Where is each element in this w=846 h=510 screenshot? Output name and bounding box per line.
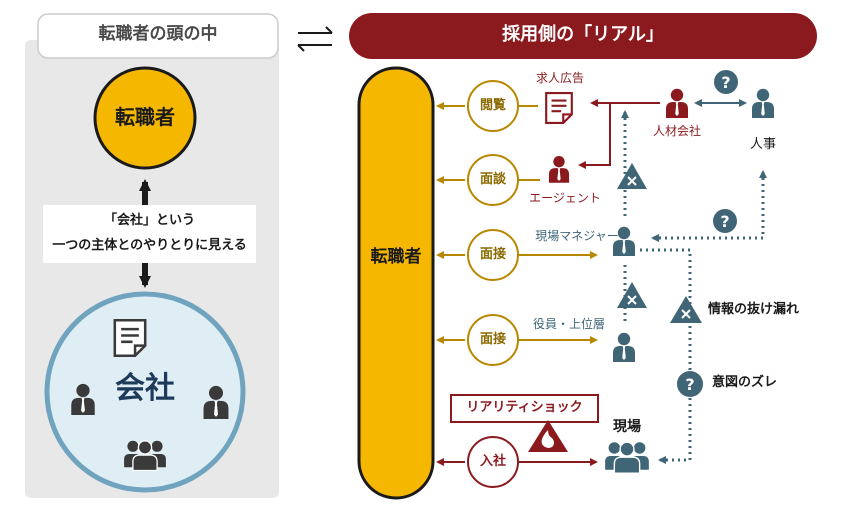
agent-label: エージェント [529,191,601,205]
workplace-label: 現場 [613,419,641,435]
step-label-join: 入社 [479,454,506,469]
job-ad-icon [545,92,573,124]
applicant-circle-left [93,66,197,170]
executive-label: 役員・上位層 [532,317,605,331]
right-panel-title: 採用側の「リアル」 [502,24,664,45]
applicant-label-left: 転職者 [115,105,175,129]
question-icon: ? [677,371,703,397]
left-caption-box [43,205,256,263]
step-label-interview-executive: 面接 [479,332,506,347]
left-panel-title: 転職者の頭の中 [98,24,218,44]
company-circle [44,291,246,493]
warning-x-icon [670,296,702,323]
company-label: 会社 [115,371,175,406]
svg-text:?: ? [721,73,730,92]
reality-shock-box [450,394,599,423]
executive-icon [613,332,635,362]
step-label-browse: 閲覧 [479,98,506,113]
exchange-arrows-icon [297,26,333,52]
warning-x-icon [617,282,647,308]
intent-gap-label: 意図のズレ [712,375,778,390]
info-gap-label: 情報の抜け漏れ [708,302,800,317]
reality-shock-label: リアリティショック [466,400,583,415]
site-manager-label: 現場マネジャー [535,229,619,243]
hr-icon [752,88,774,118]
applicant-bar [357,66,435,500]
question-icon: ? [714,70,738,94]
right-title-banner [349,13,817,59]
recruiting-company-icon [666,88,688,118]
question-icon: ? [713,209,737,233]
left-title-box [37,13,279,59]
fire-warning-icon [528,420,568,452]
left-caption-line2: 一つの主体とのやりとりに見える [52,238,247,253]
svg-text:?: ? [720,212,729,231]
step-label-interview-casual: 面談 [479,172,506,187]
workplace-group-icon [604,441,650,474]
recruiting-company-label: 人材会社 [652,124,701,138]
left-caption-line1: 「会社」という [103,213,195,228]
group-icon [123,440,167,471]
hr-label: 人事 [749,137,776,152]
svg-text:?: ? [685,375,694,394]
warning-x-icon [617,163,647,189]
agent-icon [548,155,570,183]
job-ad-label: 求人広告 [535,71,584,85]
applicant-label-right: 転職者 [370,247,422,267]
step-label-interview-manager: 面接 [479,247,506,262]
document-icon [113,319,147,357]
